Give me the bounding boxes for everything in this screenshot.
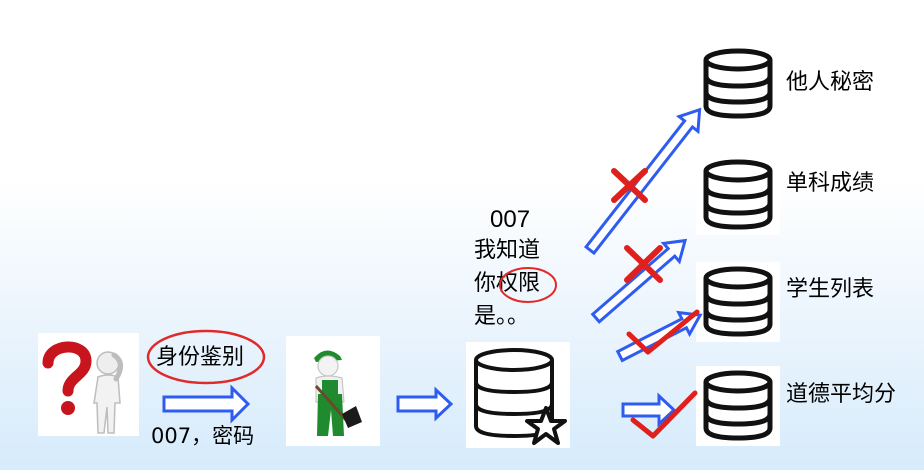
worker-image [286,336,380,446]
arrow-to-db [396,386,454,422]
arrow-to-target-2 [590,238,688,324]
target-label-1: 他人秘密 [786,70,875,95]
target-db-image-4 [696,366,780,446]
check-icon [626,309,700,355]
know-line-1: 我知道 [474,238,541,263]
target-db-image-2 [696,155,780,235]
target-label-4: 道德平均分 [786,382,897,407]
target-label-3: 学生列表 [786,277,875,302]
gardener-person-icon [314,350,362,436]
database-icon [703,159,773,230]
database-icon [703,266,773,337]
database-icon [703,370,773,441]
user-id-label: 007 [490,206,531,233]
target-db-image-1 [696,44,780,124]
cross-icon [624,245,663,283]
arrow-to-target-1 [583,107,702,256]
access-db-image [466,342,570,448]
unknown-user-image [38,333,139,436]
question-person-icon [42,341,123,434]
arrow-to-target-4 [621,392,677,428]
target-db-image-3 [696,262,780,342]
identity-auth-label: 身份鉴别 [156,345,245,370]
permission-highlight-circle [499,267,557,303]
know-line-3: 是。。 [474,304,530,329]
database-star-icon [474,348,567,445]
credentials-label: 007，密码 [151,424,255,448]
cross-icon [611,168,648,203]
database-icon [703,48,773,119]
flow-arrows [162,384,677,428]
identity-highlight-circle [146,329,266,385]
target-label-2: 单科成绩 [786,171,875,196]
know-line-2: 你权限 [474,271,541,296]
arrow-credentials [162,384,251,424]
check-icon [630,390,698,439]
